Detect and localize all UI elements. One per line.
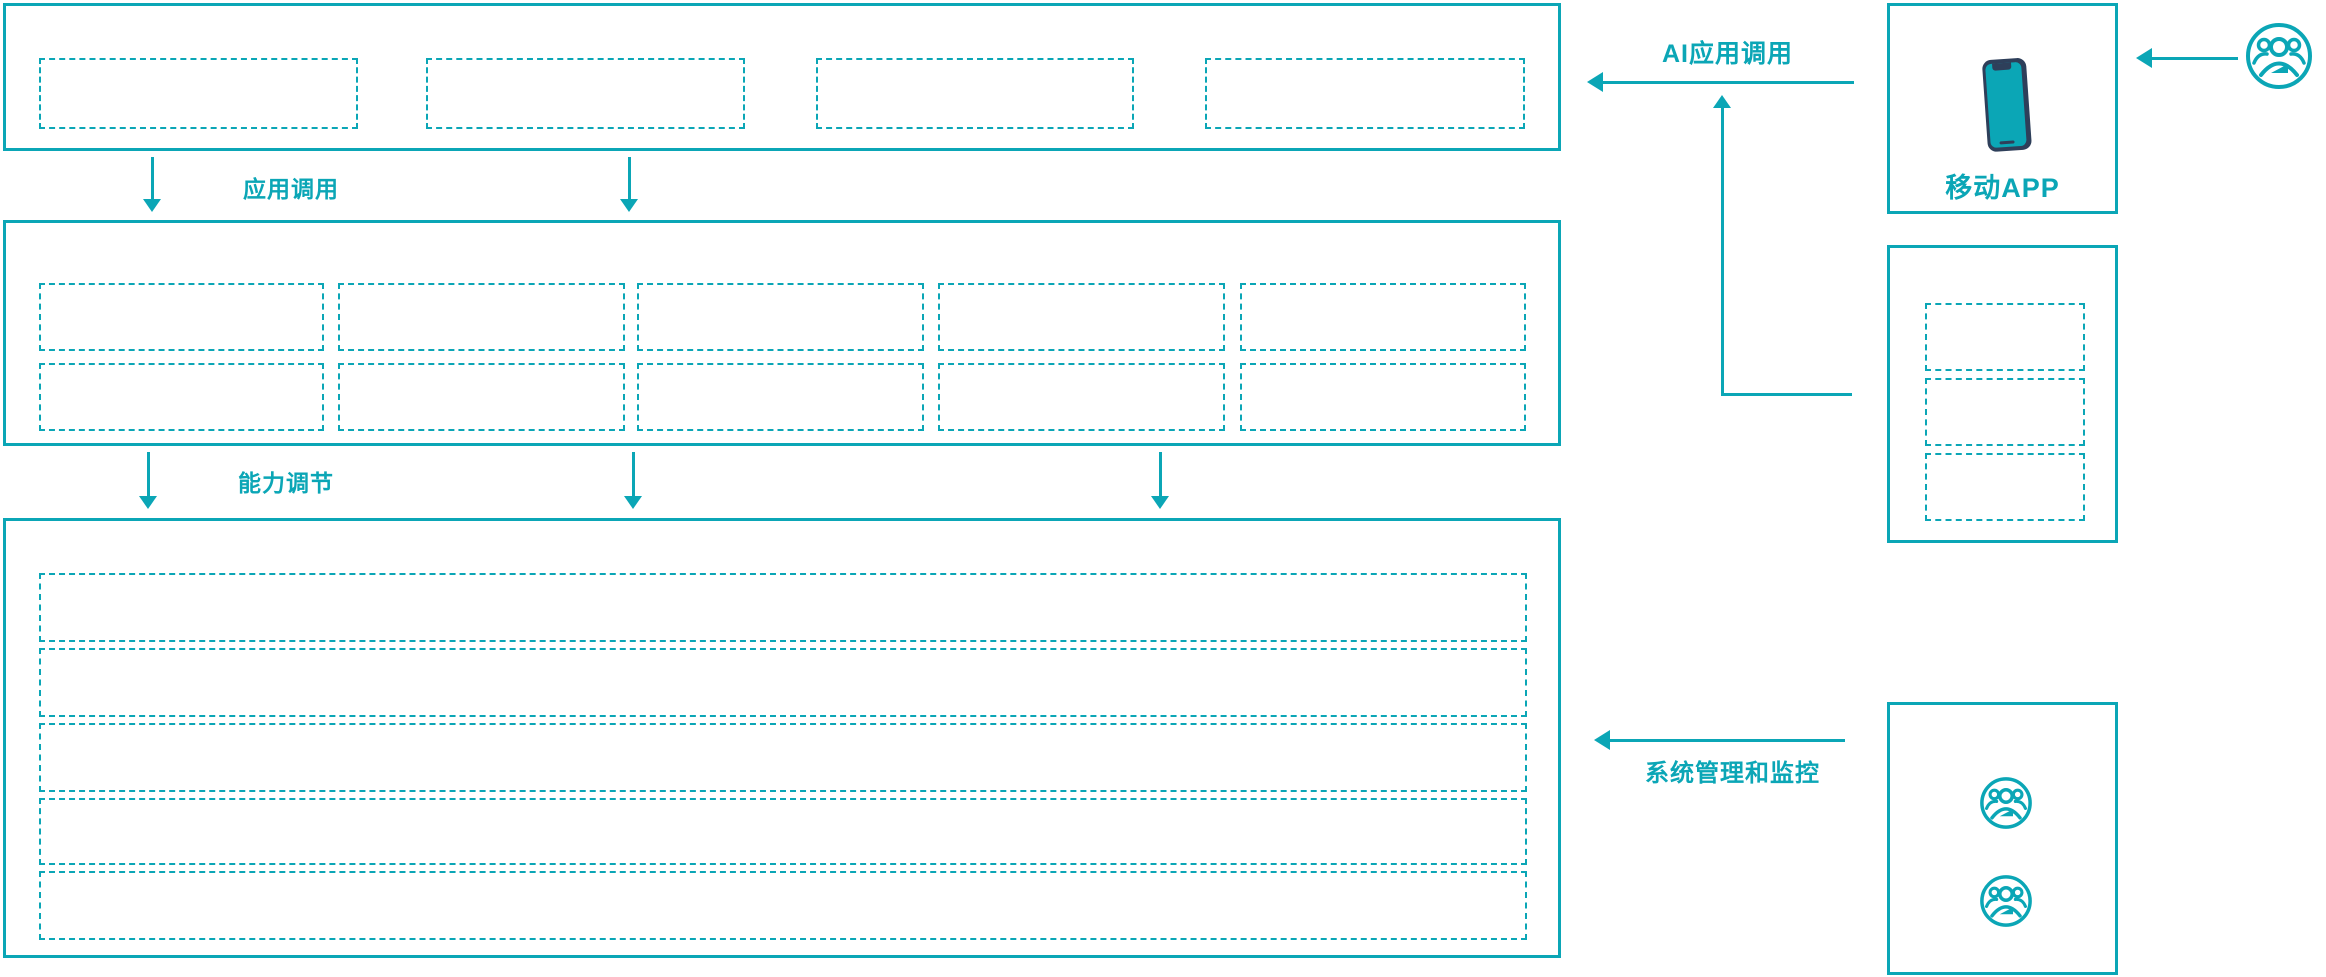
elbow-connector-horizontal: [1721, 393, 1852, 396]
user-group-icon: [1978, 873, 2034, 929]
placeholder-box: [1925, 453, 2085, 521]
placeholder-box: [39, 283, 324, 351]
arrow-down-icon: [1151, 496, 1169, 509]
top-layer-box: [3, 3, 1561, 151]
placeholder-box: [1205, 58, 1525, 129]
mobile-app-box: 移动APP: [1887, 3, 2118, 214]
hardware-box: [1887, 245, 2118, 543]
placeholder-row: [39, 648, 1527, 717]
placeholder-box: [1925, 303, 2085, 371]
arrow-left-icon: [2136, 48, 2152, 68]
capability-arrow-line: [1159, 452, 1162, 498]
arrow-left-icon: [1587, 72, 1603, 92]
placeholder-box: [938, 283, 1225, 351]
app-call-arrow-line: [151, 157, 154, 201]
placeholder-box: [338, 283, 625, 351]
app-call-arrow-line: [628, 157, 631, 201]
arrow-left-icon: [1594, 730, 1610, 750]
placeholder-box: [637, 283, 924, 351]
ai-call-arrow-line: [1602, 81, 1854, 84]
user-arrow-line: [2152, 57, 2238, 60]
placeholder-row: [39, 871, 1527, 940]
placeholder-box: [39, 363, 324, 431]
middle-layer-box: [3, 220, 1561, 446]
ai-call-label: AI应用调用: [1662, 40, 1794, 68]
placeholder-box: [637, 363, 924, 431]
placeholder-box: [39, 58, 358, 129]
capability-arrow-line: [632, 452, 635, 498]
placeholder-box: [938, 363, 1225, 431]
user-group-icon: [1978, 775, 2034, 831]
placeholder-box: [816, 58, 1134, 129]
placeholder-box: [1240, 363, 1526, 431]
arrow-up-icon: [1713, 95, 1731, 108]
admin-arrow-line: [1610, 739, 1845, 742]
placeholder-row: [39, 573, 1527, 642]
placeholder-row: [39, 798, 1527, 865]
arrow-down-icon: [624, 496, 642, 509]
placeholder-box: [1925, 378, 2085, 446]
arrow-down-icon: [143, 199, 161, 212]
mobile-app-label: 移动APP: [1945, 173, 2060, 203]
capability-arrow-line: [147, 452, 150, 498]
bottom-layer-box: [3, 518, 1561, 958]
placeholder-row: [39, 723, 1527, 792]
capability-label: 能力调节: [238, 470, 334, 496]
placeholder-box: [1240, 283, 1526, 351]
placeholder-box: [338, 363, 625, 431]
admin-label: 系统管理和监控: [1645, 760, 1820, 787]
user-group-icon: [2243, 20, 2315, 92]
app-call-label: 应用调用: [243, 176, 339, 202]
elbow-connector-vertical: [1721, 106, 1724, 396]
placeholder-box: [426, 58, 745, 129]
admin-box: [1887, 702, 2118, 975]
smartphone-icon: [1975, 56, 2035, 156]
arrow-down-icon: [620, 199, 638, 212]
arrow-down-icon: [139, 496, 157, 509]
